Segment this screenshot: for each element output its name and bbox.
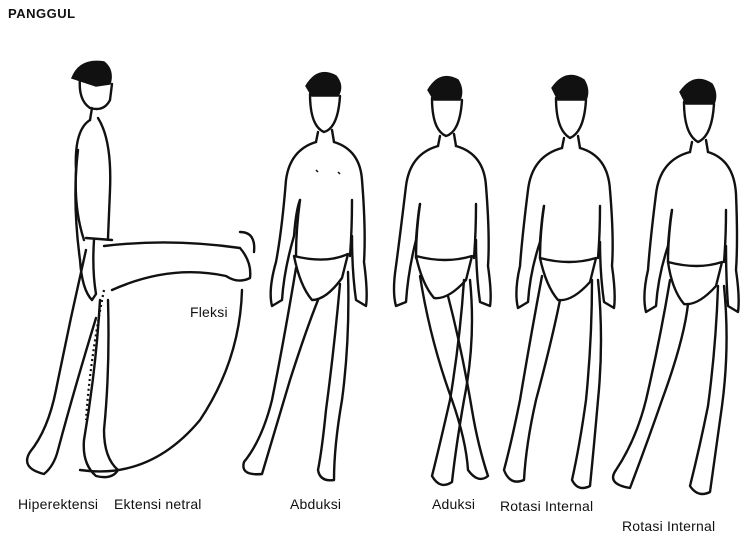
label-ektensi-netral: Ektensi netral — [114, 496, 202, 512]
label-hiperektensi: Hiperektensi — [18, 496, 98, 512]
figure-internal-rotation — [504, 76, 615, 489]
figure-internal-rotation-2 — [613, 80, 739, 495]
figure-flexion-side-view — [27, 61, 254, 477]
label-rotasi-internal: Rotasi Internal — [500, 498, 593, 514]
label-abduksi: Abduksi — [290, 496, 341, 512]
label-fleksi: Fleksi — [190, 304, 228, 320]
figure-abduction — [243, 73, 366, 481]
label-aduksi: Aduksi — [432, 496, 475, 512]
label-rotasi-internal-2: Rotasi Internal — [622, 518, 715, 534]
figure-adduction — [394, 77, 491, 485]
